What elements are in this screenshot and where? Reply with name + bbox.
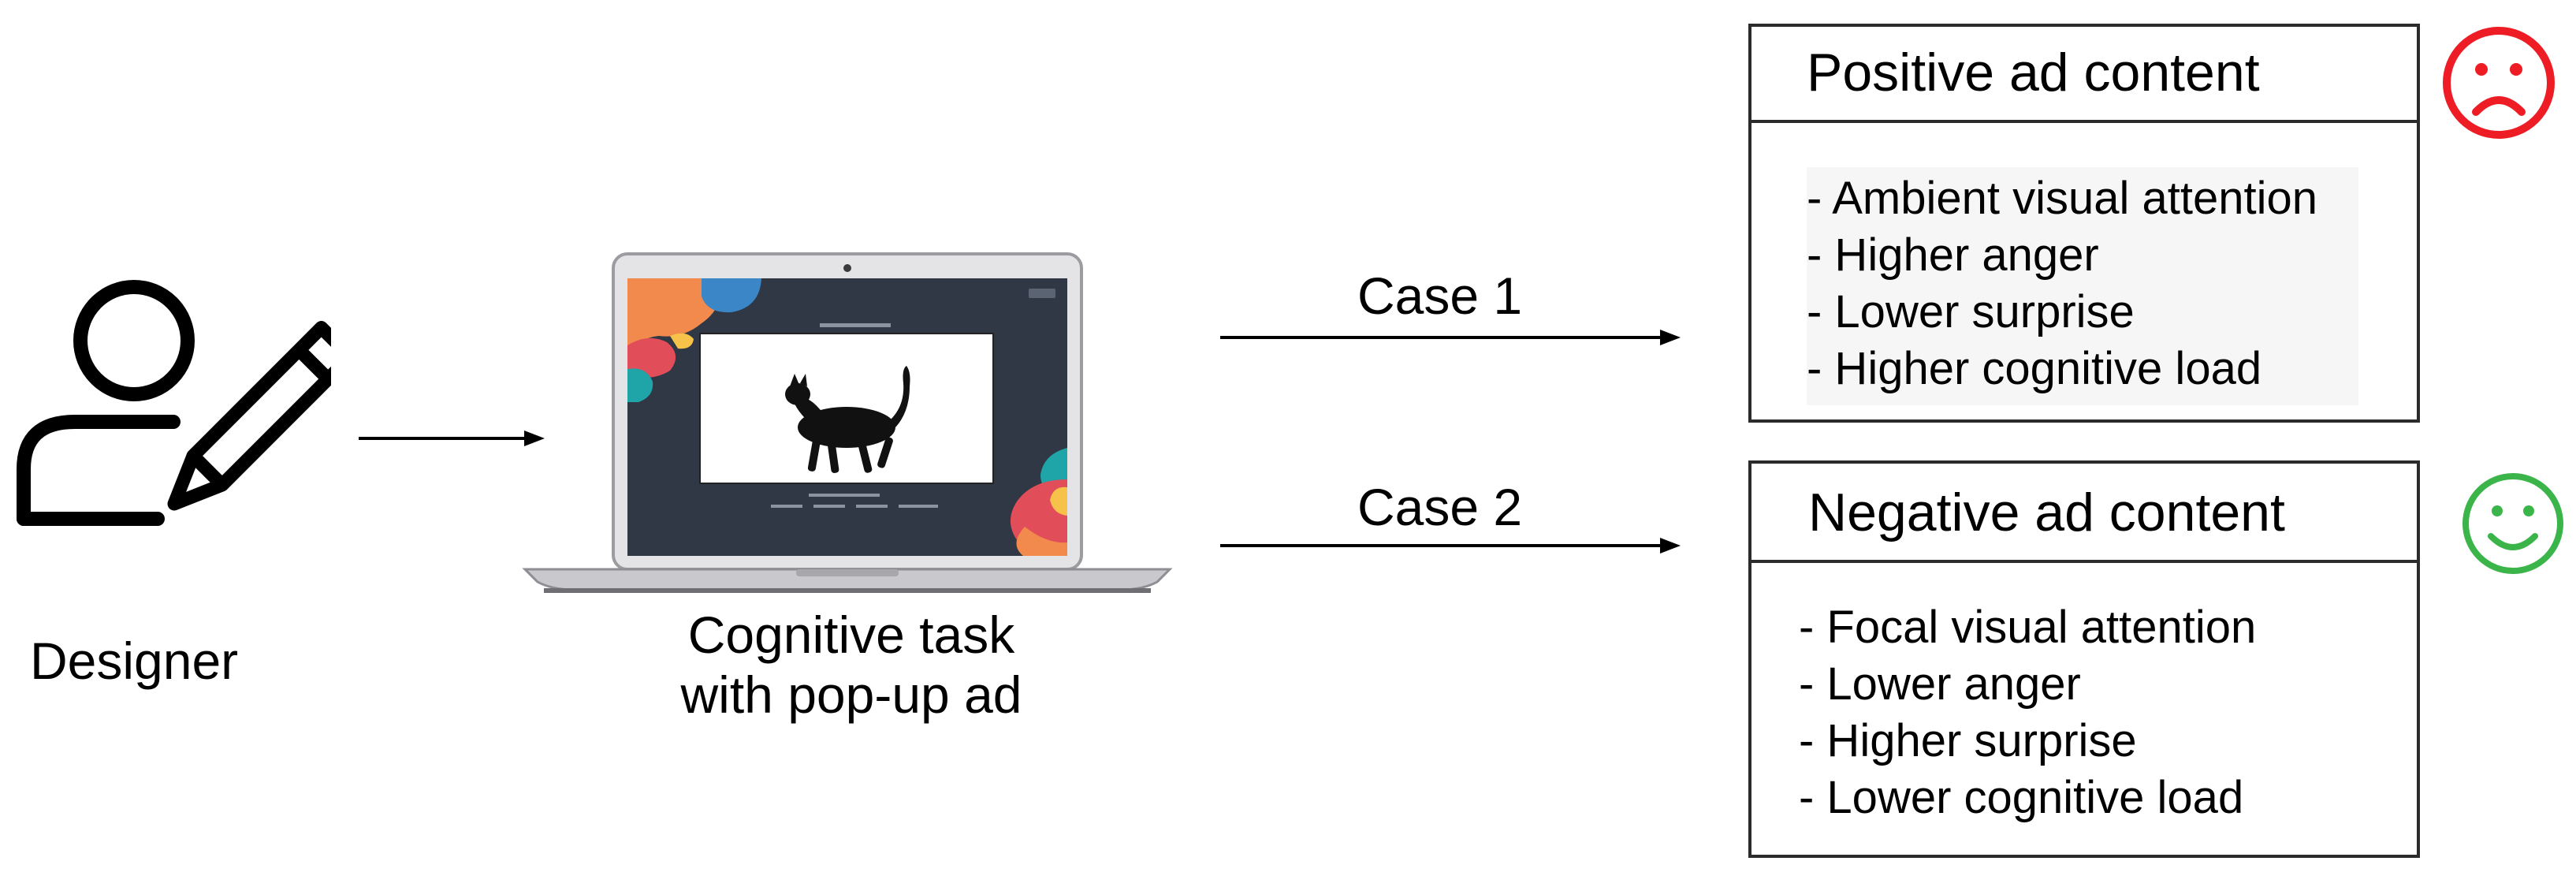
laptop-caption-line1: Cognitive task <box>687 606 1015 664</box>
person-with-pencil-icon <box>17 280 357 526</box>
laptop-caption-line2: with pop-up ad <box>680 665 1022 724</box>
arrow-case-1 <box>1220 326 1685 349</box>
laptop-icon <box>522 252 1173 593</box>
list-item: - Higher anger <box>1807 229 2099 281</box>
list-item: - Lower surprise <box>1807 286 2135 337</box>
negative-ad-content-list: - Focal visual attention - Lower anger -… <box>1799 599 2256 826</box>
positive-ad-content-list: - Ambient visual attention - Higher ange… <box>1807 170 2358 397</box>
positive-ad-content-title: Positive ad content <box>1807 43 2260 103</box>
positive-ad-content-box: Positive ad content - Ambient visual att… <box>1748 24 2420 423</box>
designer-icon <box>16 268 357 528</box>
list-item: - Higher cognitive load <box>1807 343 2262 394</box>
case-2-label: Case 2 <box>1357 478 1523 536</box>
negative-ad-content-box: Negative ad content - Focal visual atten… <box>1748 460 2420 858</box>
negative-ad-content-title: Negative ad content <box>1808 483 2285 542</box>
list-item: - Ambient visual attention <box>1807 173 2318 224</box>
list-item: - Lower cognitive load <box>1799 772 2244 823</box>
sad-face-icon <box>2440 24 2558 142</box>
designer-label: Designer <box>30 632 239 690</box>
laptop <box>520 251 1174 598</box>
list-item: - Focal visual attention <box>1799 602 2257 653</box>
smiley-face-icon <box>2459 470 2567 577</box>
arrow-designer-to-laptop <box>359 427 548 449</box>
list-item: - Higher surprise <box>1799 715 2137 766</box>
case-1-label: Case 1 <box>1357 267 1523 325</box>
cat-silhouette-icon <box>785 366 910 473</box>
positive-ad-content-list-bg: - Ambient visual attention - Higher ange… <box>1807 167 2358 405</box>
positive-ad-content-header: Positive ad content <box>1751 27 2417 123</box>
negative-ad-content-header: Negative ad content <box>1751 464 2417 563</box>
list-item: - Lower anger <box>1799 658 2081 710</box>
arrow-case-2 <box>1220 535 1685 557</box>
